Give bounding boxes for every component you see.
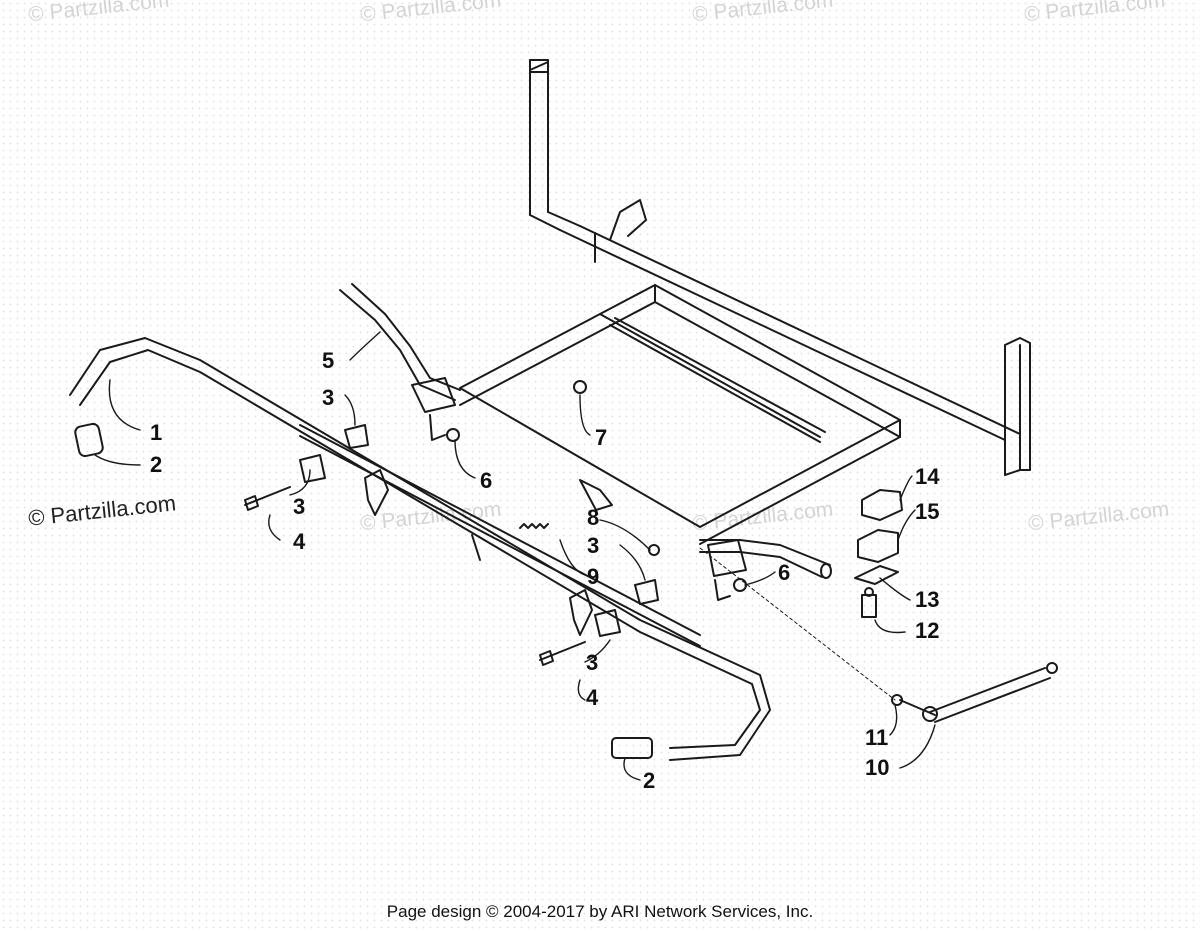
callout-4: 4 <box>586 685 599 710</box>
callout-10: 10 <box>865 755 889 780</box>
page-footer: Page design © 2004-2017 by ARI Network S… <box>386 902 814 921</box>
cable <box>699 547 1058 723</box>
latch-parts <box>854 489 903 618</box>
bolts <box>244 486 586 666</box>
callout-5: 5 <box>322 348 334 373</box>
callout-7: 7 <box>595 425 607 450</box>
cargo-frame <box>459 59 1031 545</box>
callout-4: 4 <box>293 529 306 554</box>
callout-6: 6 <box>480 468 492 493</box>
grip <box>74 422 653 759</box>
leader-lines <box>94 331 936 781</box>
latch-hooks <box>364 469 613 636</box>
callout-15: 15 <box>915 499 939 524</box>
spring <box>519 523 549 529</box>
callout-13: 13 <box>915 587 939 612</box>
callout-labels: 1 2 2 3 3 3 3 4 4 5 6 6 7 8 9 10 11 12 1… <box>150 348 940 793</box>
callout-6: 6 <box>778 560 790 585</box>
callout-14: 14 <box>915 464 940 489</box>
callout-3: 3 <box>587 533 599 558</box>
callout-11: 11 <box>865 725 888 750</box>
callout-2: 2 <box>150 452 162 477</box>
clamp-brackets <box>299 424 659 637</box>
callout-8: 8 <box>587 505 599 530</box>
callout-3: 3 <box>586 650 598 675</box>
callout-3: 3 <box>322 385 334 410</box>
callout-9: 9 <box>587 564 599 589</box>
callout-1: 1 <box>150 420 162 445</box>
rail-assembly <box>69 283 832 761</box>
callout-12: 12 <box>915 618 939 643</box>
callout-3: 3 <box>293 494 305 519</box>
callout-2: 2 <box>643 768 655 793</box>
